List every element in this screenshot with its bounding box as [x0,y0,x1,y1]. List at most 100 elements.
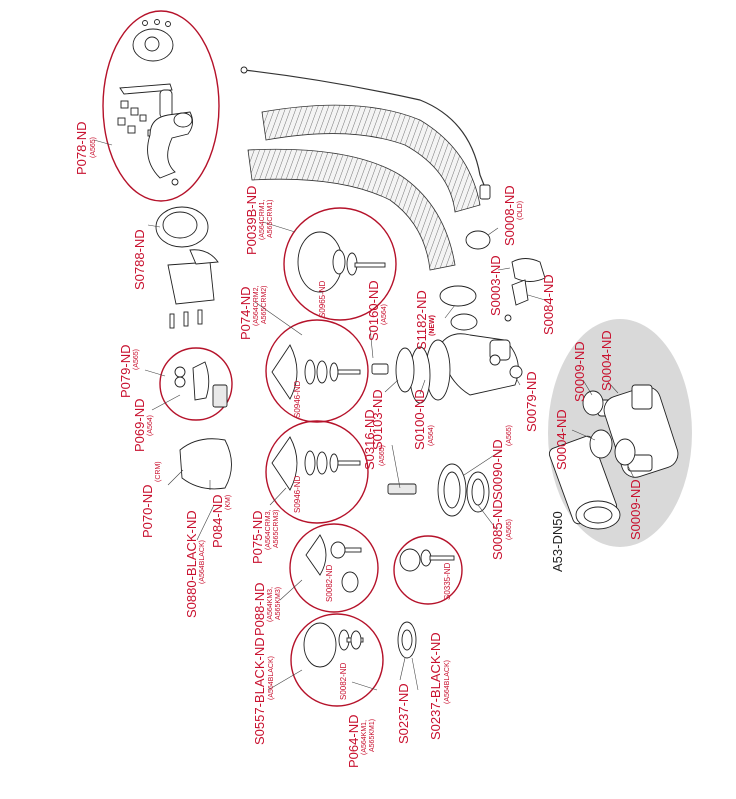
s0084-screw[interactable] [511,279,529,306]
label-s0335: S0335-ND [443,562,452,600]
label-p088-sub1: (A564KM3, [267,587,274,622]
label-p078: P078-ND [74,122,89,175]
label-s0788: S0788-ND [132,229,147,290]
label-s0085: S0085-ND [490,499,505,560]
label-s0100-sub: (A564) [428,425,435,446]
s0946b-group [265,420,369,524]
p078-group [102,10,220,202]
s0103-flange[interactable] [395,347,415,393]
trap-body-part[interactable] [409,333,519,404]
leader-lines [93,139,546,691]
label-s0090: S0090-ND [490,439,505,500]
s0004-nut-left[interactable] [589,429,613,459]
screw-cap-part[interactable] [399,548,421,572]
s1182-nut[interactable] [439,285,477,307]
label-s0084: S0084-ND [541,274,556,335]
p074-group [265,319,369,423]
p064-group [290,613,384,707]
label-s0082-b: S0082-ND [339,662,348,700]
label-p088-sub2: A565KM3) [275,587,282,620]
label-p088: P088-ND [252,583,267,636]
label-p079-sub: (A565) [133,349,140,370]
label-p075-sub1: (A564CRM3, [265,509,272,550]
label-s0085-sub: (A565) [506,519,513,540]
label-s1182: S1182-ND [414,290,429,350]
labels: P078-ND (A565) S0788-ND P0039B-ND (A564C… [74,122,643,768]
label-p0039b: P0039B-ND [244,186,259,255]
label-p064: P064-ND [346,715,361,768]
label-p084-sub: (KM) [225,495,232,510]
plug-head-part[interactable] [303,622,337,668]
s0079-plug[interactable] [509,365,523,379]
s0788-seal[interactable] [155,206,209,248]
label-s0237: S0237-ND [396,683,411,744]
label-s0008-sub: (OLD) [517,201,524,220]
flexible-hose-lower[interactable] [247,148,456,271]
s0003-plate[interactable] [511,258,546,282]
p079-group [159,347,233,421]
label-s0008: S0008-ND [502,185,517,246]
p088-group [289,523,379,613]
label-s0880: S0880-BLACK-ND [184,510,199,618]
plug-head-part[interactable] [271,344,298,400]
overflow-cover-part[interactable] [192,361,210,401]
label-p0039b-sub2: A565CRM1) [267,199,274,238]
label-p084: P084-ND [210,495,225,548]
label-p069-sub: (A564) [147,415,154,436]
label-s0160-sub: (A564) [381,304,388,325]
p078-circle [102,10,220,202]
drain-housing-part[interactable] [167,249,219,329]
label-s0090-sub: (A565) [506,425,513,446]
label-p075: P075-ND [250,511,265,564]
label-p074: P074-ND [238,287,253,340]
flexible-hose-upper[interactable] [261,104,481,213]
label-s0004-a: S0004-ND [599,330,614,391]
label-p074-sub1: (A564CRM2, [253,285,260,326]
label-s0316-sub: (A565) [379,445,386,466]
label-s0946-a: S0946-ND [293,380,302,418]
plug-head-part[interactable] [305,534,327,576]
label-p064-sub1: (A564KM1, [361,720,368,755]
label-p075-sub2: A565CRM3) [273,509,280,548]
label-p070-sub: (CRM) [155,461,162,482]
lever-part[interactable] [119,83,173,95]
label-s0004-b: S0004-ND [554,409,569,470]
a53-kit-group [548,319,692,547]
s0316-screw[interactable] [387,483,417,495]
p070-cover-part[interactable] [179,438,232,490]
label-s1182-new: (NEW) [429,315,436,336]
label-s0100: S0100-ND [412,389,427,450]
label-p0039b-sub1: (A564CRM1, [259,199,266,240]
s0335-group [393,535,463,605]
label-p079: P079-ND [118,345,133,398]
label-s0965: S0965-ND [318,280,327,318]
label-p064-sub2: A565KM1) [369,719,376,752]
s0160-bolt[interactable] [371,363,389,375]
label-s0009-b: S0009-ND [628,479,643,540]
bowden-cable[interactable] [243,69,489,196]
label-a53: A53-DN50 [550,511,565,572]
s0009-ring-bottom[interactable] [614,438,636,466]
label-s0946-b: S0946-ND [293,475,302,513]
label-s0160: S0160-ND [366,280,381,341]
label-s0009-a: S0009-ND [572,341,587,402]
plug-head-part[interactable] [271,436,298,491]
p0039b-group [283,207,397,321]
label-s0003: S0003-ND [488,255,503,316]
label-p070: P070-ND [140,485,155,538]
label-s0557-sub: (A564BLACK) [268,656,275,700]
label-s0237b: S0237-BLACK-ND [428,632,443,740]
label-s0237b-sub: (A564BLACK) [444,660,451,704]
label-s0103: S0103-ND [370,389,385,450]
label-s0880-sub: (A564BLACK) [199,540,206,584]
s0009-ring-top[interactable] [582,390,604,416]
s0008-washer[interactable] [465,230,491,250]
overflow-elbow-part[interactable] [147,111,193,179]
s0237-flange[interactable] [397,621,417,659]
label-p078-sub: (A565) [90,137,97,158]
label-s0079: S0079-ND [524,371,539,432]
label-s0082-a: S0082-ND [325,564,334,602]
label-p074-sub2: A565CRM2) [261,285,268,324]
label-s0316: S0316-ND [362,409,377,470]
